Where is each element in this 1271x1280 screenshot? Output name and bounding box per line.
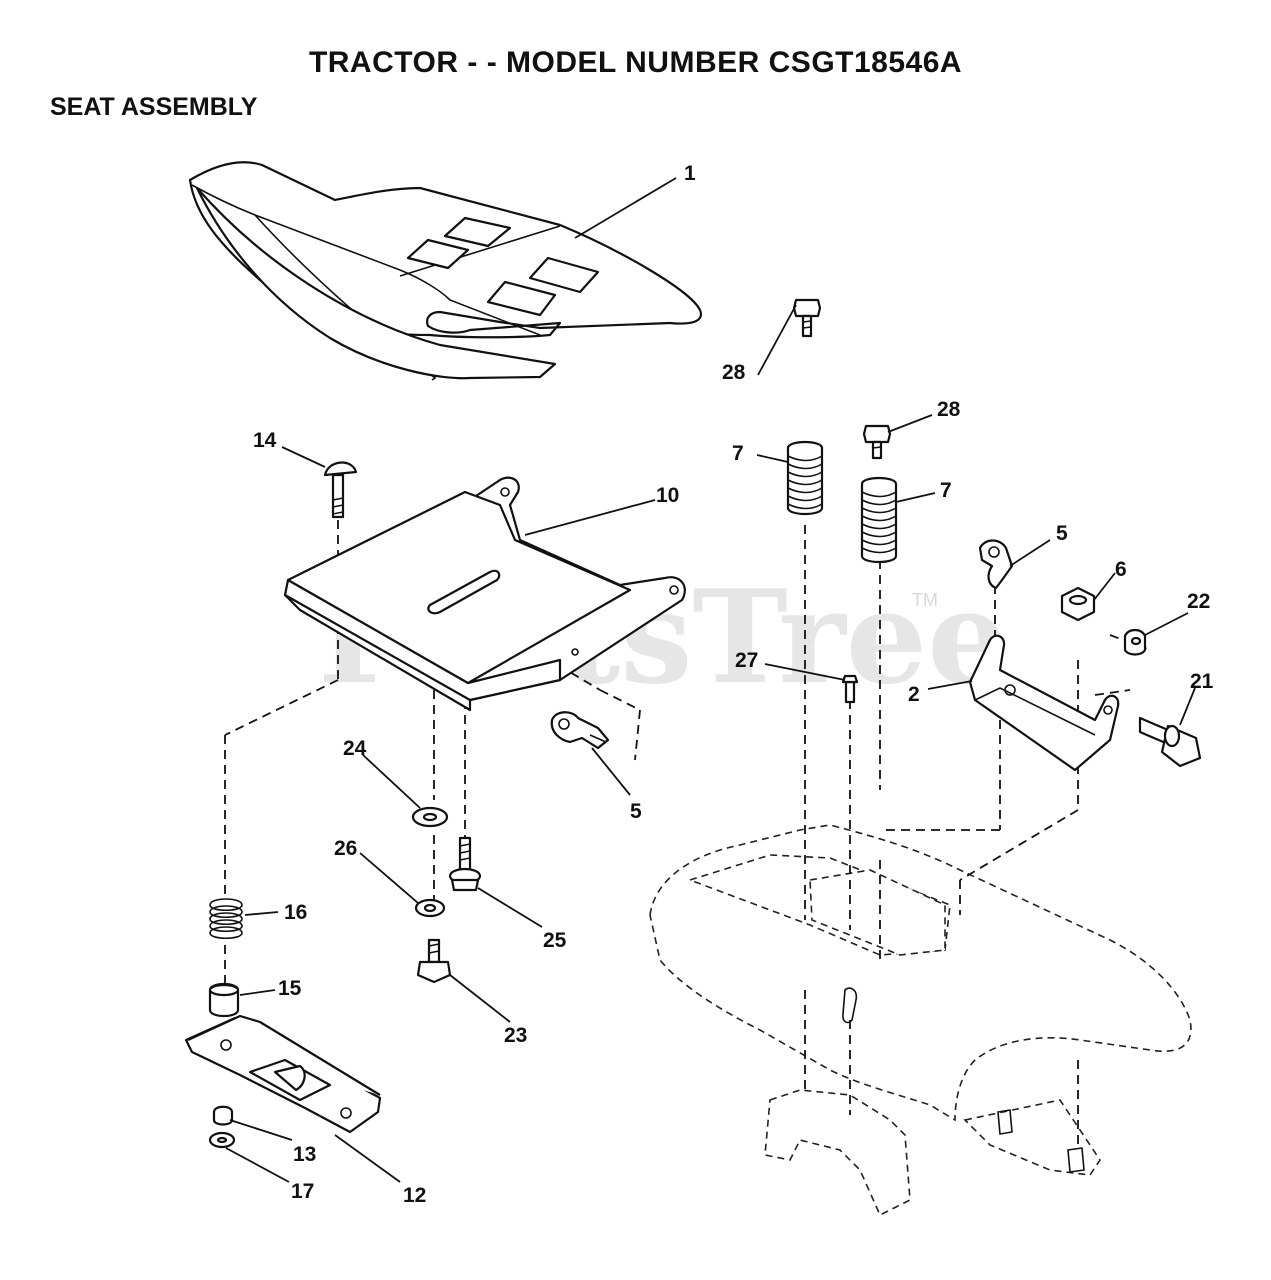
callout-7-left: 7: [732, 442, 744, 465]
callout-28-right: 28: [937, 398, 961, 421]
shoulder-bolt: [448, 836, 482, 892]
pin: [841, 674, 859, 704]
callout-16: 16: [284, 901, 307, 924]
callout-26: 26: [334, 837, 357, 860]
carriage-bolt: [323, 461, 358, 519]
callout-5-right: 5: [1056, 522, 1068, 545]
tractor-frame: [649, 824, 1192, 1217]
bushing: [1123, 628, 1147, 656]
callout-2: 2: [908, 683, 920, 706]
callout-6: 6: [1115, 558, 1127, 581]
seat: [188, 161, 703, 381]
seat-pan: [283, 476, 686, 712]
nut-small: [212, 1105, 234, 1126]
callout-25: 25: [543, 929, 567, 952]
bolt: [1138, 716, 1202, 768]
callout-7-right: 7: [940, 479, 952, 502]
section-title: SEAT ASSEMBLY: [50, 93, 258, 121]
callout-22: 22: [1187, 590, 1210, 613]
callout-17: 17: [291, 1180, 314, 1203]
knob-right: [862, 424, 892, 460]
slide-plate: [184, 1014, 382, 1134]
callout-23: 23: [504, 1024, 527, 1047]
clip-left: [550, 711, 610, 750]
washer-lower: [208, 1131, 236, 1149]
callout-24: 24: [343, 737, 367, 760]
callout-14: 14: [253, 429, 277, 452]
lock-washer: [414, 898, 446, 918]
callout-labels: 1 2 5 5 6 7 7 10 12 13 14 15 16 17 21 22…: [253, 162, 1214, 1207]
washer: [411, 806, 449, 828]
bracket: [968, 634, 1120, 772]
callout-5-left: 5: [630, 800, 642, 823]
callout-10: 10: [656, 484, 679, 507]
callout-13: 13: [293, 1143, 316, 1166]
knob-left: [792, 298, 822, 338]
callout-1: 1: [684, 162, 696, 185]
spring-left: [786, 440, 824, 516]
callout-15: 15: [278, 977, 302, 1000]
nut: [1060, 586, 1096, 622]
assembly-lines-right: [804, 525, 1151, 1150]
page-title: TRACTOR - - MODEL NUMBER CSGT18546A: [308, 46, 963, 79]
spacer: [208, 982, 240, 1018]
clip-right: [978, 539, 1014, 590]
callout-12: 12: [403, 1184, 426, 1207]
callout-28-left: 28: [722, 361, 746, 384]
spring-small: [209, 898, 243, 940]
leader-lines: [225, 177, 1196, 1183]
hex-bolt: [416, 938, 452, 984]
callout-21: 21: [1190, 670, 1214, 693]
callout-27: 27: [735, 649, 758, 672]
watermark-trademark: TM: [912, 590, 938, 610]
spring-right: [860, 476, 898, 564]
